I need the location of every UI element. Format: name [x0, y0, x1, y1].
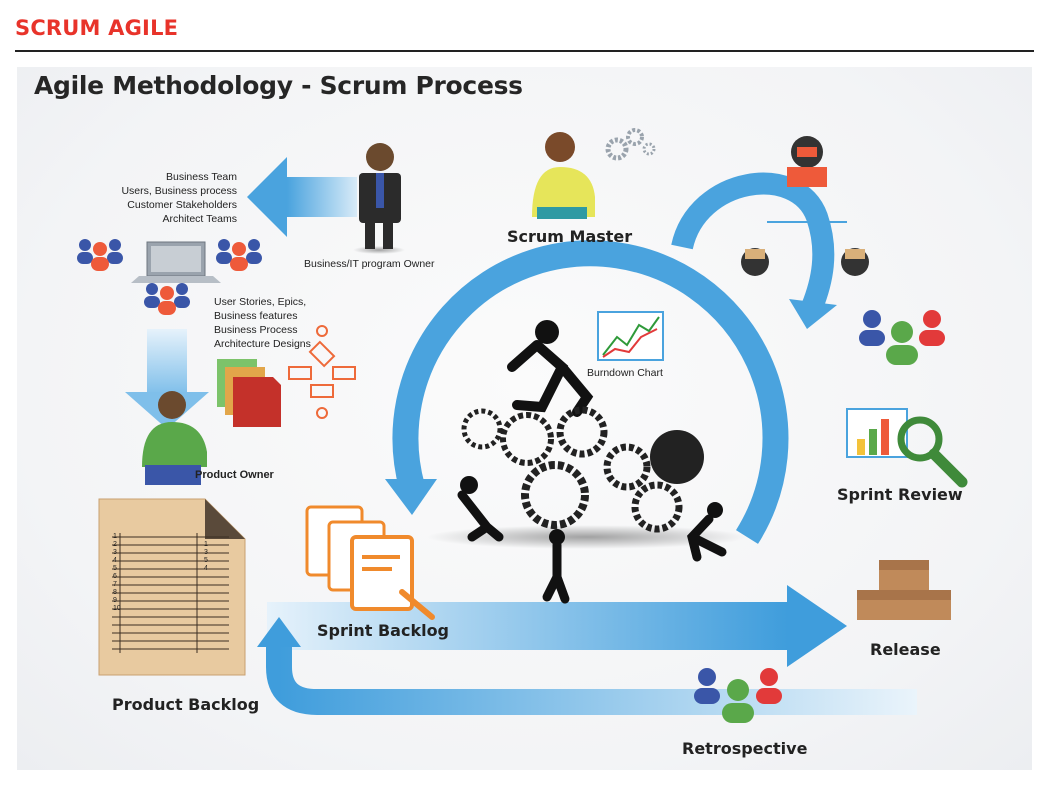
release-boxes-icon: [857, 560, 951, 620]
requirements-line: Architecture Designs: [214, 338, 311, 350]
business-team-line: Business Team: [165, 171, 237, 183]
team-people-icon: [77, 239, 262, 315]
backlog-row-number: 8: [113, 589, 117, 596]
diagram-title: Agile Methodology - Scrum Process: [34, 71, 523, 100]
business-team-line: Customer Stakeholders: [127, 199, 237, 211]
release-label: Release: [870, 640, 941, 659]
burndown-chart-icon: [597, 311, 664, 361]
backlog-priority: 1: [204, 541, 208, 548]
retrospective-label: Retrospective: [682, 739, 808, 758]
scrum-process-diagram: Agile Methodology - Scrum Process Busine…: [17, 67, 1032, 770]
backlog-row-number: 1: [113, 533, 117, 540]
backlog-row-number: 6: [113, 573, 117, 580]
business-team-label: Business Team Users, Business process Cu…: [89, 170, 237, 226]
backlog-row-numbers: 1 2 3 4 5 6 7 8 9 10: [113, 533, 121, 613]
backlog-priority: 5: [204, 557, 208, 564]
backlog-priority: 3: [204, 549, 208, 556]
product-backlog-document-icon: [98, 498, 246, 676]
sprint-review-magnifier-icon: [846, 408, 968, 488]
requirements-label: User Stories, Epics, Business features B…: [214, 295, 311, 351]
requirements-line: Business Process: [214, 324, 298, 336]
sprint-backlog-documents-icon: [305, 505, 435, 620]
business-arrow: [247, 157, 357, 237]
product-owner-figure-icon: [142, 391, 207, 485]
scrum-master-figure-icon: [532, 128, 656, 219]
product-backlog-label: Product Backlog: [112, 695, 260, 714]
burndown-chart-label: Burndown Chart: [587, 367, 663, 379]
business-owner-label: Business/IT program Owner: [304, 258, 435, 270]
requirements-line: User Stories, Epics,: [214, 296, 307, 308]
business-owner-figure-icon: [353, 143, 405, 254]
retrospective-arrow: [257, 617, 917, 715]
review-team-icon: [859, 310, 945, 365]
backlog-row-number: 10: [113, 605, 121, 612]
page-title: SCRUM AGILE: [15, 16, 179, 40]
backlog-row-number: 4: [113, 557, 117, 564]
sprint-backlog-label: Sprint Backlog: [317, 621, 450, 640]
team-gears-illustration: [427, 320, 747, 604]
sprint-review-label: Sprint Review: [837, 485, 963, 504]
product-owner-label: Product Owner: [195, 469, 274, 481]
diagram-graphics: [77, 128, 968, 723]
backlog-priority: 4: [204, 565, 208, 572]
backlog-row-number: 3: [113, 549, 117, 556]
business-team-line: Architect Teams: [162, 213, 238, 225]
requirements-documents-icon: [217, 325, 356, 427]
backlog-priority-numbers: 1 3 5 4: [204, 541, 208, 573]
business-team-line: Users, Business process: [121, 185, 237, 197]
team-hierarchy-icon: [741, 136, 869, 276]
requirements-line: Business features: [214, 310, 298, 322]
backlog-row-number: 5: [113, 565, 117, 572]
backlog-row-number: 7: [113, 581, 117, 588]
laptop-icon: [131, 241, 221, 283]
scrum-master-label: Scrum Master: [507, 227, 633, 246]
retrospective-team-icon: [694, 668, 782, 723]
title-divider: [15, 50, 1034, 52]
backlog-row-number: 9: [113, 597, 117, 604]
backlog-row-number: 2: [113, 541, 117, 548]
